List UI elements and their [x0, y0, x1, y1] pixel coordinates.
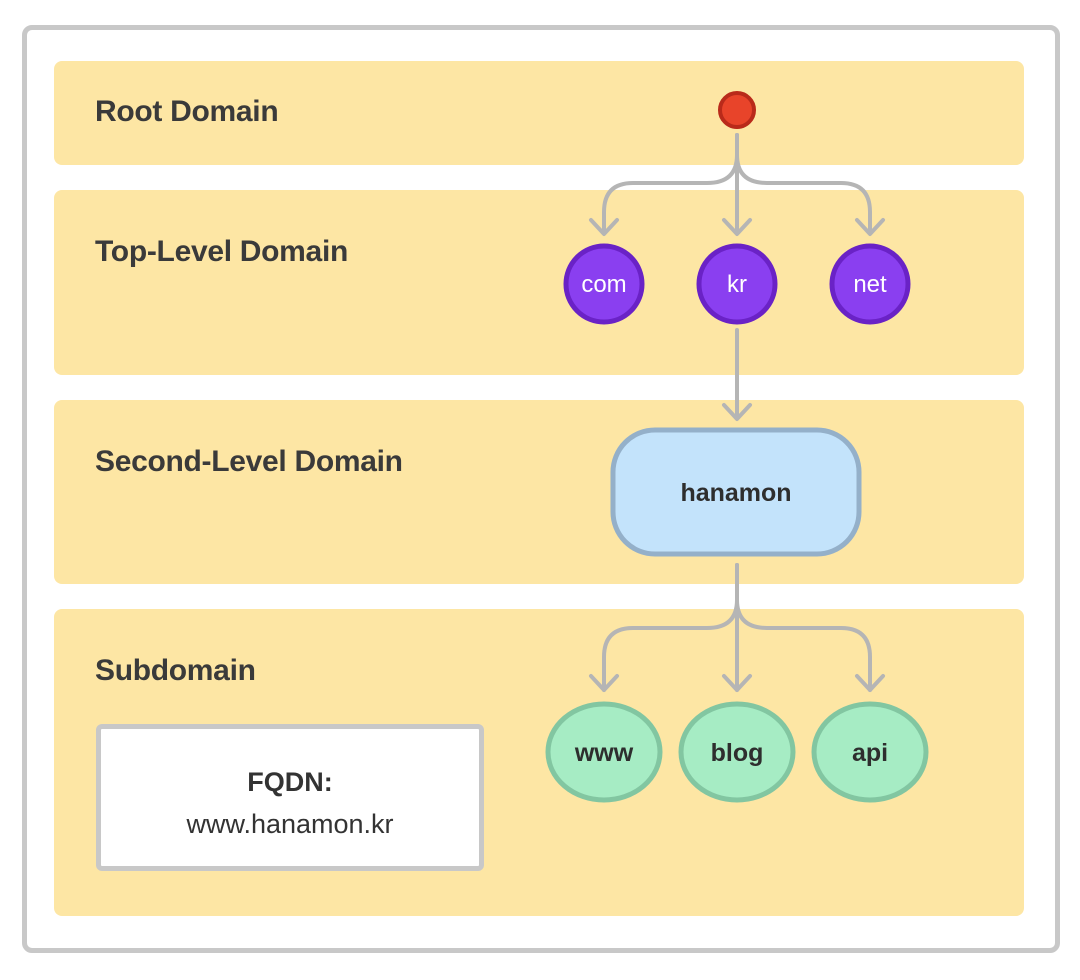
top-level-domain-label: Top-Level Domain	[95, 235, 348, 268]
sub-node-www: www	[545, 701, 663, 803]
tld-node-com: com	[563, 243, 645, 325]
arrowhead-blog	[722, 674, 752, 692]
arrowhead-www	[589, 674, 619, 692]
sub-node-api: api	[811, 701, 929, 803]
subdomain-label: Subdomain	[95, 654, 256, 687]
tld-node-kr: kr	[696, 243, 778, 325]
second-level-domain-band: Second-Level Domain	[54, 400, 1024, 584]
fqdn-value: www.hanamon.kr	[186, 809, 394, 839]
tld-node-net: net	[829, 243, 911, 325]
connector-hanamon-www	[602, 563, 739, 692]
sub-node-blog-label: blog	[711, 739, 764, 767]
connector-hanamon-api	[735, 563, 872, 692]
root-connectors	[589, 133, 885, 236]
fqdn-box: FQDN: www.hanamon.kr	[96, 724, 484, 871]
root-domain-label: Root Domain	[95, 95, 279, 128]
arrowhead-hanamon	[722, 403, 752, 421]
arrowhead-kr	[722, 218, 752, 236]
arrowhead-api	[855, 674, 885, 692]
root-domain-band: Root Domain	[54, 61, 1024, 165]
connector-root-com	[602, 133, 739, 234]
sub-node-api-label: api	[852, 739, 888, 767]
tld-node-com-label: com	[581, 271, 626, 298]
sub-node-www-label: www	[574, 739, 634, 767]
tld-node-kr-label: kr	[727, 271, 747, 298]
second-level-domain-label: Second-Level Domain	[95, 445, 403, 478]
arrowhead-net	[855, 218, 885, 236]
fqdn-title: FQDN:	[247, 767, 333, 797]
arrowhead-com	[589, 218, 619, 236]
sld-node-hanamon: hanamon	[610, 427, 862, 557]
sub-node-blog: blog	[678, 701, 796, 803]
sld-connectors	[589, 563, 885, 692]
root-node	[718, 91, 756, 129]
tld-connector	[722, 328, 752, 421]
connector-root-net	[735, 133, 872, 234]
sld-node-label: hanamon	[680, 479, 791, 507]
tld-node-net-label: net	[853, 271, 887, 298]
